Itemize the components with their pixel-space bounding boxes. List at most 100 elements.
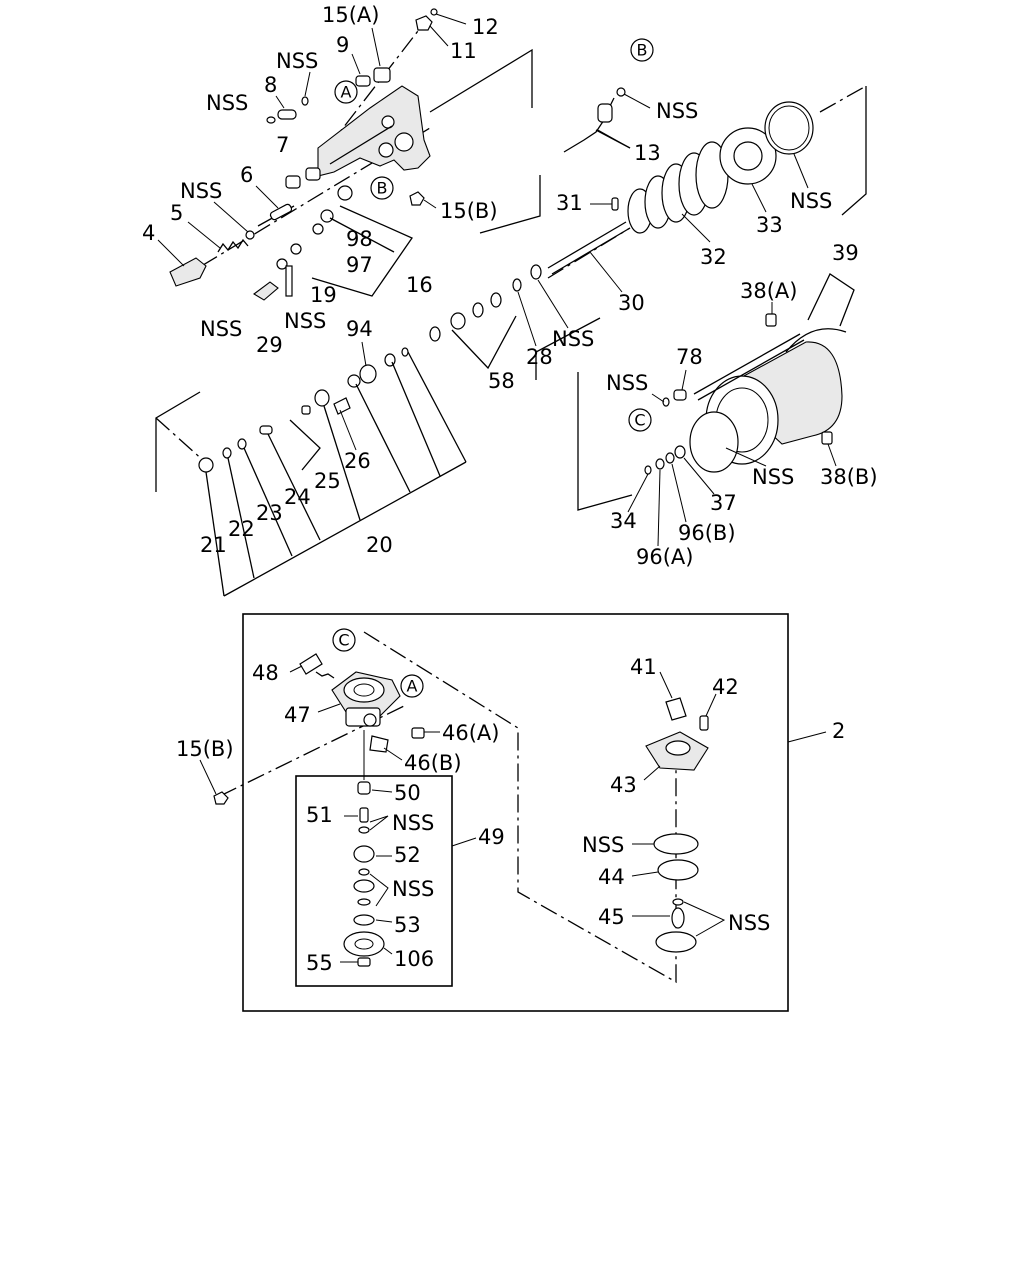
leader-32	[681, 213, 711, 243]
leader-nss-28	[537, 279, 569, 329]
leader-26	[339, 409, 357, 451]
leader-20d	[323, 405, 361, 521]
part-15a	[373, 67, 391, 83]
callout-43: 43	[610, 773, 637, 797]
part-30-rod-b	[551, 227, 631, 275]
o-ring-nss-37	[689, 411, 739, 473]
callout-55: 55	[306, 951, 333, 975]
part-58d	[429, 326, 441, 342]
bracket-16	[311, 205, 413, 297]
part-48-thread	[315, 671, 335, 679]
o-ring-52b	[353, 879, 375, 893]
bracket-16b	[329, 217, 395, 253]
part-38-rod-b	[697, 339, 805, 401]
marker-c-lower: C	[338, 631, 349, 650]
part-106-inner	[354, 938, 374, 950]
callout-96b: 96(B)	[678, 521, 736, 545]
part-51	[359, 807, 369, 823]
leader-44	[631, 871, 659, 877]
o-ring-nss-45	[655, 931, 697, 953]
callout-23: 23	[256, 501, 283, 525]
callout-5: 5	[170, 201, 183, 225]
leader-nss-b	[623, 93, 651, 109]
o-ring-51	[358, 826, 370, 834]
o-ring-52a	[358, 868, 370, 876]
marker-b-right: B	[637, 41, 648, 60]
part-42	[699, 715, 709, 731]
callout-78: 78	[676, 345, 703, 369]
axis-line-bottom	[155, 417, 206, 463]
axis-line-right	[547, 227, 631, 279]
callout-32: 32	[700, 245, 727, 269]
leader-nss-45	[683, 901, 726, 937]
leader-96b	[671, 463, 687, 523]
part-58a	[490, 292, 502, 308]
callout-34: 34	[610, 509, 637, 533]
leader-46b	[383, 747, 403, 761]
callout-nss-28: NSS	[552, 327, 594, 351]
o-ring-nss-44	[653, 833, 699, 855]
callout-46b: 46(B)	[404, 751, 462, 775]
part-26	[314, 389, 330, 407]
callout-45: 45	[598, 905, 625, 929]
part-46b	[369, 735, 389, 753]
callout-nss-78: NSS	[606, 371, 648, 395]
leader-48	[289, 665, 303, 673]
part-5-spring	[217, 238, 249, 253]
leader-20a	[227, 457, 255, 579]
part-13-head	[597, 103, 613, 123]
leader-nss-top	[304, 71, 311, 97]
callout-20: 20	[366, 533, 393, 557]
part-43-hub	[665, 740, 691, 756]
o-ring-8a	[266, 116, 276, 124]
axis-line-top-right	[819, 85, 867, 113]
part-7	[285, 175, 301, 189]
part-48	[299, 653, 323, 675]
part-31	[611, 197, 619, 211]
callout-94: 94	[346, 317, 373, 341]
leader-49	[451, 837, 477, 847]
callout-nss-52: NSS	[392, 877, 434, 901]
leader-20f	[391, 361, 441, 477]
bracket-left-lower	[479, 175, 541, 234]
part-7b	[305, 167, 321, 181]
o-ring-33	[764, 101, 814, 155]
part-21	[198, 457, 214, 473]
callout-6: 6	[240, 163, 253, 187]
callout-15b-top: 15(B)	[440, 199, 498, 223]
part-38-rod	[693, 333, 801, 395]
leader-33	[751, 183, 767, 213]
part-78	[673, 389, 687, 401]
leader-47	[317, 703, 341, 713]
o-ring-45	[672, 898, 684, 906]
leader-37	[683, 457, 715, 495]
part-106	[343, 931, 385, 957]
part-4	[169, 257, 207, 287]
leader-nss-33	[793, 153, 809, 189]
part-45-spring	[671, 907, 685, 929]
part-37	[674, 445, 686, 459]
callout-13: 13	[634, 141, 661, 165]
callout-24: 24	[284, 485, 311, 509]
callout-97: 97	[346, 253, 373, 277]
part-38b	[821, 431, 833, 445]
leader-42	[705, 693, 717, 717]
lower-assembly	[199, 613, 827, 1012]
callout-96a: 96(A)	[636, 545, 693, 569]
callout-22: 22	[228, 517, 255, 541]
callout-50: 50	[394, 781, 421, 805]
bracket-20	[223, 461, 467, 597]
o-ring-8b	[301, 96, 309, 106]
part-15b-low	[213, 791, 229, 805]
callout-nss-51: NSS	[392, 811, 434, 835]
part-8	[277, 109, 297, 120]
callout-46a: 46(A)	[442, 721, 499, 745]
leader-106	[383, 947, 393, 955]
washer-nss-28	[530, 264, 542, 280]
callout-nss-top: NSS	[276, 49, 318, 73]
housing-port	[394, 132, 414, 152]
leader-15b-low	[199, 759, 217, 795]
callout-31: 31	[556, 191, 583, 215]
callout-nss-45: NSS	[728, 911, 770, 935]
